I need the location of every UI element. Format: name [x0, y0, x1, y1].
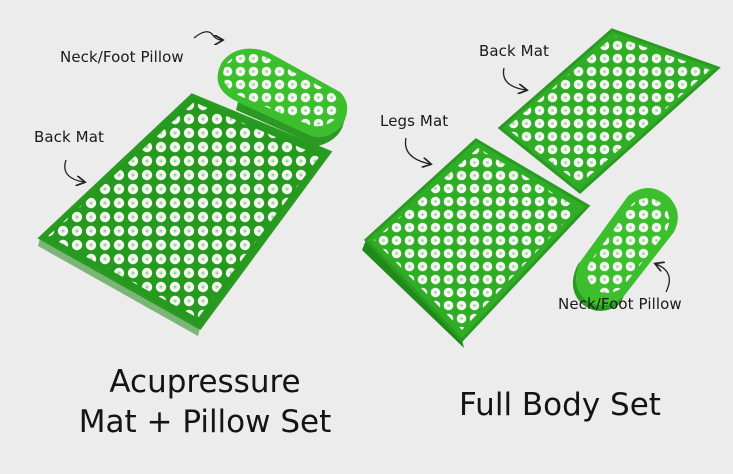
left-title-line2: Mat + Pillow Set	[78, 404, 332, 440]
left-back-mat	[37, 93, 333, 336]
right-back-mat	[497, 28, 721, 194]
legs-mat-label: Legs Mat	[380, 112, 449, 130]
left-neck-pillow	[217, 48, 348, 146]
left-title-line1: Acupressure	[109, 364, 301, 400]
arrow-right-pillow	[656, 264, 670, 293]
arrow-left-pillow	[193, 31, 222, 40]
right-neck-pillow	[572, 188, 678, 311]
arrow-right-back-mat	[502, 67, 526, 90]
right-title: Full Body Set	[459, 387, 661, 423]
left-pillow-label: Neck/Foot Pillow	[60, 48, 184, 66]
left-back-mat-label: Back Mat	[34, 128, 104, 146]
arrow-legs-mat	[404, 137, 431, 164]
right-back-mat-label: Back Mat	[479, 42, 549, 60]
arrow-left-back-mat	[64, 159, 84, 182]
right-legs-mat	[362, 138, 591, 348]
right-pillow-label: Neck/Foot Pillow	[558, 295, 682, 313]
